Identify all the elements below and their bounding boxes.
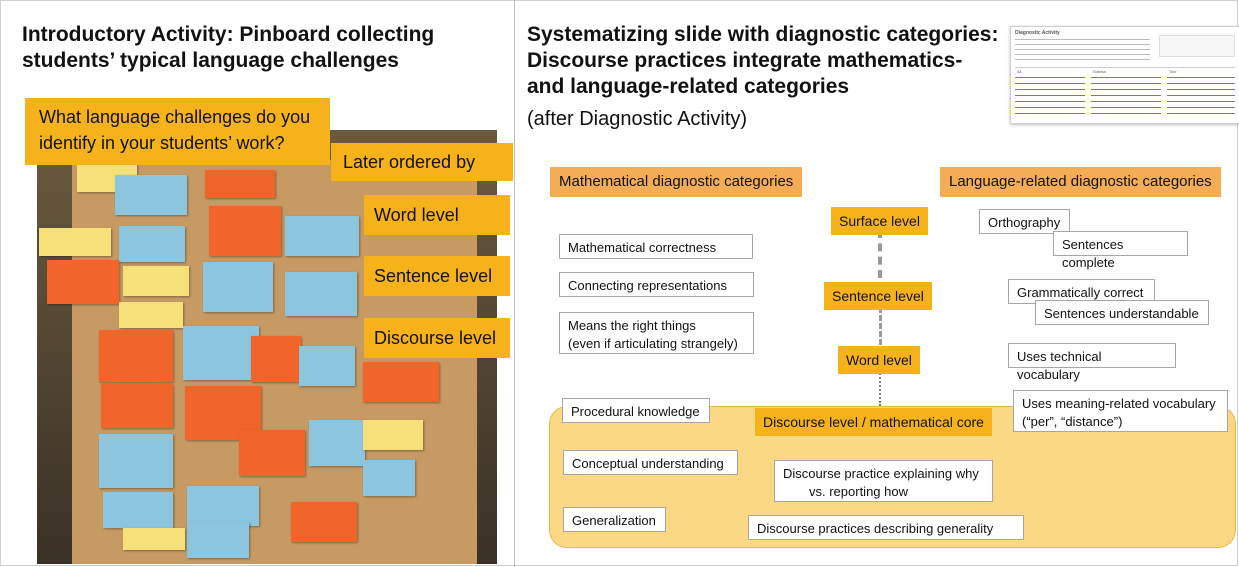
word-level-callout: Word level — [364, 195, 510, 235]
discourse-level-callout: Discourse level — [364, 318, 510, 358]
sticky-note — [119, 302, 183, 328]
sticky-note — [123, 528, 185, 550]
grammatically-correct-box: Grammatically correct — [1008, 279, 1155, 304]
technical-vocabulary-box: Uses technical vocabulary — [1008, 343, 1176, 382]
thumbnail-formula-box — [1159, 35, 1235, 57]
sticky-note — [101, 384, 173, 428]
meaning-related-line-2: (“per”, “distance”) — [1022, 414, 1123, 429]
discourse-level-label: Discourse level — [374, 328, 497, 348]
sticky-note — [363, 460, 415, 496]
sticky-note — [99, 434, 173, 488]
sticky-note — [99, 330, 173, 382]
word-level-label: Word level — [374, 205, 459, 225]
generalization-box: Generalization — [563, 507, 666, 532]
pinboard-photo — [37, 130, 497, 564]
procedural-knowledge-box: Procedural knowledge — [562, 398, 710, 423]
explaining-why-box: Discourse practice explaining why vs. re… — [774, 460, 993, 502]
sentences-understandable-box: Sentences understandable — [1035, 300, 1209, 325]
sentence-level-label: Sentence level — [824, 282, 932, 310]
question-callout: What language challenges do you identify… — [25, 98, 330, 165]
left-title-line-2: students’ typical language challenges — [22, 49, 399, 72]
right-title-line-2: Discourse practices integrate mathematic… — [527, 49, 963, 72]
later-ordered-label: Later ordered by — [343, 152, 476, 172]
panel-divider — [514, 0, 515, 567]
explaining-why-line-1: Discourse practice explaining why — [783, 466, 979, 481]
sentence-level-label: Sentence level — [374, 266, 493, 286]
sticky-note — [239, 430, 305, 476]
sticky-note — [209, 206, 281, 256]
sticky-note — [205, 170, 275, 198]
sticky-note — [103, 492, 173, 528]
explaining-why-line-2: vs. reporting how — [809, 484, 908, 499]
means-right-things-line-1: Means the right things — [568, 318, 696, 333]
conceptual-understanding-box: Conceptual understanding — [563, 450, 738, 475]
discourse-core-level-label: Discourse level / mathematical core — [755, 408, 992, 436]
question-line-1: What language challenges do you — [39, 107, 311, 127]
sticky-note — [363, 362, 439, 402]
language-categories-header: Language-related diagnostic categories — [940, 167, 1221, 197]
sticky-note — [285, 272, 357, 316]
sticky-note — [183, 326, 259, 380]
sentence-level-callout: Sentence level — [364, 256, 510, 296]
sticky-note — [251, 336, 301, 382]
thumbnail-answer-subrka — [1091, 77, 1161, 117]
describing-generality-box: Discourse practices describing generalit… — [748, 515, 1024, 540]
left-title-line-1: Introductory Activity: Pinboard collecti… — [22, 23, 435, 46]
thumbnail-rule — [1015, 67, 1235, 68]
thumbnail-col-subrka: Subrka — [1093, 69, 1106, 74]
word-level-label: Word level — [838, 346, 920, 374]
thumbnail-heading: Diagnostic Activity — [1015, 30, 1060, 36]
level-connector-top — [878, 230, 882, 278]
right-title-line-3: and language-related categories — [527, 75, 850, 98]
sticky-note — [187, 522, 249, 558]
thumbnail-answer-ali — [1015, 77, 1085, 117]
meaning-related-vocabulary-box: Uses meaning-related vocabulary (“per”, … — [1013, 390, 1228, 432]
sticky-note — [187, 486, 259, 526]
question-line-2: identify in your students’ work? — [39, 133, 285, 153]
orthography-box: Orthography — [979, 209, 1070, 234]
means-right-things-line-2: (even if articulating strangely) — [568, 336, 738, 351]
sticky-note — [123, 266, 189, 296]
sticky-note — [285, 216, 359, 256]
right-title-line-1: Systematizing slide with diagnostic cate… — [527, 23, 999, 46]
sticky-note — [309, 420, 365, 466]
diagnostic-activity-thumbnail: Diagnostic Activity Ali Subrka Toni — [1010, 26, 1239, 124]
level-connector-bottom — [879, 370, 881, 406]
sticky-note — [291, 502, 357, 542]
sticky-note — [299, 346, 355, 386]
right-title: Systematizing slide with diagnostic cate… — [527, 22, 998, 100]
thumbnail-col-toni: Toni — [1169, 69, 1177, 74]
meaning-related-line-1: Uses meaning-related vocabulary — [1022, 396, 1216, 411]
thumbnail-answer-toni — [1167, 77, 1235, 117]
left-title: Introductory Activity: Pinboard collecti… — [22, 22, 434, 74]
later-ordered-callout: Later ordered by — [331, 143, 513, 181]
level-connector-middle — [879, 307, 882, 345]
sentences-complete-box: Sentences complete — [1053, 231, 1188, 270]
sticky-note — [119, 226, 185, 262]
connecting-representations-box: Connecting representations — [559, 272, 754, 297]
sticky-note — [39, 228, 111, 256]
sticky-note — [363, 420, 423, 450]
sticky-note — [115, 175, 187, 215]
right-subtitle: (after Diagnostic Activity) — [527, 108, 748, 130]
surface-level-label: Surface level — [831, 207, 928, 235]
sticky-note — [203, 262, 273, 312]
thumbnail-col-ali: Ali — [1017, 69, 1022, 74]
math-categories-header: Mathematical diagnostic categories — [550, 167, 803, 197]
thumbnail-text-lines — [1015, 39, 1150, 63]
means-right-things-box: Means the right things (even if articula… — [559, 312, 754, 354]
sticky-note — [47, 260, 119, 304]
math-correctness-box: Mathematical correctness — [559, 234, 753, 259]
